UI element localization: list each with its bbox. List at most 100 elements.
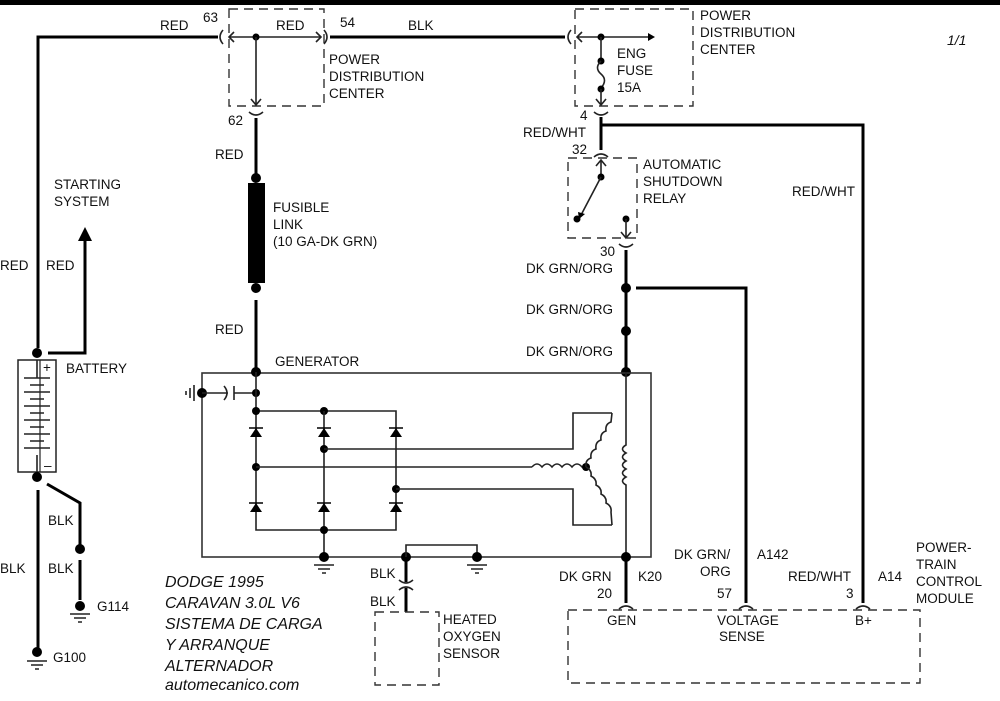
svg-text:TRAIN: TRAIN (916, 557, 957, 572)
pdc-left-box (228, 8, 325, 107)
page-indicator: 1/1 (947, 32, 966, 48)
connector-62 (248, 111, 264, 116)
connector-54 (323, 29, 328, 45)
pin-20: 20 (597, 586, 612, 601)
wire-label: RED (215, 147, 244, 162)
wire-label: DK GRN/ORG (526, 302, 613, 317)
wire-label: RED/WHT (523, 125, 586, 140)
connector-63 (219, 29, 224, 45)
wire-label: RED/WHT (792, 184, 855, 199)
website-label: automecanico.com (165, 677, 299, 694)
relay-switch-icon (579, 176, 602, 218)
o2-sensor-label: HEATED (443, 612, 497, 627)
o2-sensor-box (374, 611, 440, 686)
svg-text:15A: 15A (617, 80, 641, 95)
case-ground-icon (185, 385, 195, 401)
pcm-pin-bplus: B+ (855, 613, 872, 628)
title-line: SISTEMA DE CARGA (165, 616, 323, 633)
pcm-pin-voltage-sense: VOLTAGE (717, 613, 779, 628)
arrow-up-icon (78, 227, 92, 241)
capacitor-icon (202, 385, 256, 401)
ground-g114-icon (70, 613, 90, 623)
svg-text:MODULE: MODULE (916, 591, 974, 606)
wire-label: RED (0, 258, 29, 273)
svg-text:CONTROL: CONTROL (916, 574, 982, 589)
wire-redwht-to-pcm (601, 123, 865, 603)
wire-label: BLK (370, 594, 396, 609)
pin-63: 63 (203, 10, 218, 25)
title-line: Y ARRANQUE (165, 637, 270, 654)
svg-text:(10 GA-DK GRN): (10 GA-DK GRN) (273, 234, 377, 249)
title-line: DODGE 1995 (165, 574, 264, 591)
pin-57: 57 (717, 586, 732, 601)
circuit-k20: K20 (638, 569, 662, 584)
svg-text:SENSE: SENSE (719, 629, 765, 644)
svg-text:LINK: LINK (273, 217, 303, 232)
svg-text:RELAY: RELAY (643, 191, 686, 206)
ground-g100-icon (27, 660, 47, 670)
svg-text:DISTRIBUTION: DISTRIBUTION (329, 69, 424, 84)
pin-4: 4 (580, 108, 588, 123)
pin-3: 3 (846, 586, 854, 601)
svg-text:SYSTEM: SYSTEM (54, 194, 110, 209)
pdc-left-label: POWER (329, 52, 380, 67)
connector-pdc-right (567, 29, 572, 45)
battery-minus: – (44, 458, 52, 473)
svg-text:CENTER: CENTER (700, 42, 756, 57)
pcm-label: POWER- (916, 540, 972, 555)
wire-label: RED (215, 322, 244, 337)
svg-text:DISTRIBUTION: DISTRIBUTION (700, 25, 795, 40)
asd-relay-label: AUTOMATIC (643, 157, 722, 172)
ground-g100-label: G100 (53, 650, 86, 665)
svg-text:ORG: ORG (700, 564, 731, 579)
generator-box (201, 372, 652, 558)
ground-icon (467, 564, 487, 574)
field-winding-icon (621, 372, 628, 557)
title-line: ALTERNADOR (164, 658, 274, 675)
pin-54: 54 (340, 15, 356, 30)
starting-system-label: STARTING (54, 177, 121, 192)
wire-label: DK GRN (559, 569, 612, 584)
wire-label: BLK (0, 561, 26, 576)
wire-voltage-sense (636, 286, 748, 603)
wire-label: RED (160, 18, 189, 33)
wire-label: BLK (48, 513, 74, 528)
pdc-left-bus (227, 31, 320, 43)
pdc-left-down (250, 37, 262, 107)
wire-label: RED (46, 258, 75, 273)
fuse-icon (596, 60, 606, 89)
wire-label: BLK (370, 566, 396, 581)
svg-text:OXYGEN: OXYGEN (443, 629, 501, 644)
wire-red-battery-to-pdc (36, 35, 218, 348)
svg-text:SENSOR: SENSOR (443, 646, 500, 661)
pdc-right-label: POWER (700, 8, 751, 23)
pcm-box (567, 609, 921, 684)
pin-62: 62 (228, 113, 243, 128)
svg-text:CENTER: CENTER (329, 86, 385, 101)
pin-30: 30 (600, 244, 615, 259)
generator-label: GENERATOR (275, 354, 360, 369)
circuit-a14: A14 (878, 569, 903, 584)
fusible-link (248, 183, 265, 283)
stator-winding-icon (531, 463, 585, 469)
pin-32: 32 (572, 142, 587, 157)
diode-bridge (249, 427, 403, 512)
internal-wire-label: RED (276, 18, 305, 33)
svg-text:SHUTDOWN: SHUTDOWN (643, 174, 723, 189)
wire-label: BLK (48, 561, 74, 576)
wire-label: BLK (408, 18, 434, 33)
pcm-pin-gen: GEN (607, 613, 636, 628)
fusible-link-label: FUSIBLE (273, 200, 329, 215)
fuse-label: ENG (617, 46, 646, 61)
wire-label: DK GRN/ORG (526, 261, 613, 276)
wire-label: DK GRN/ (674, 547, 731, 562)
wire-label: DK GRN/ORG (526, 344, 613, 359)
svg-text:FUSE: FUSE (617, 63, 653, 78)
top-border (0, 0, 1000, 5)
title-line: CARAVAN 3.0L V6 (165, 595, 300, 612)
ground-g114-label: G114 (97, 599, 130, 614)
asd-relay-box (567, 157, 638, 239)
battery-plus: + (43, 360, 51, 375)
pdc-right-box (574, 8, 694, 107)
